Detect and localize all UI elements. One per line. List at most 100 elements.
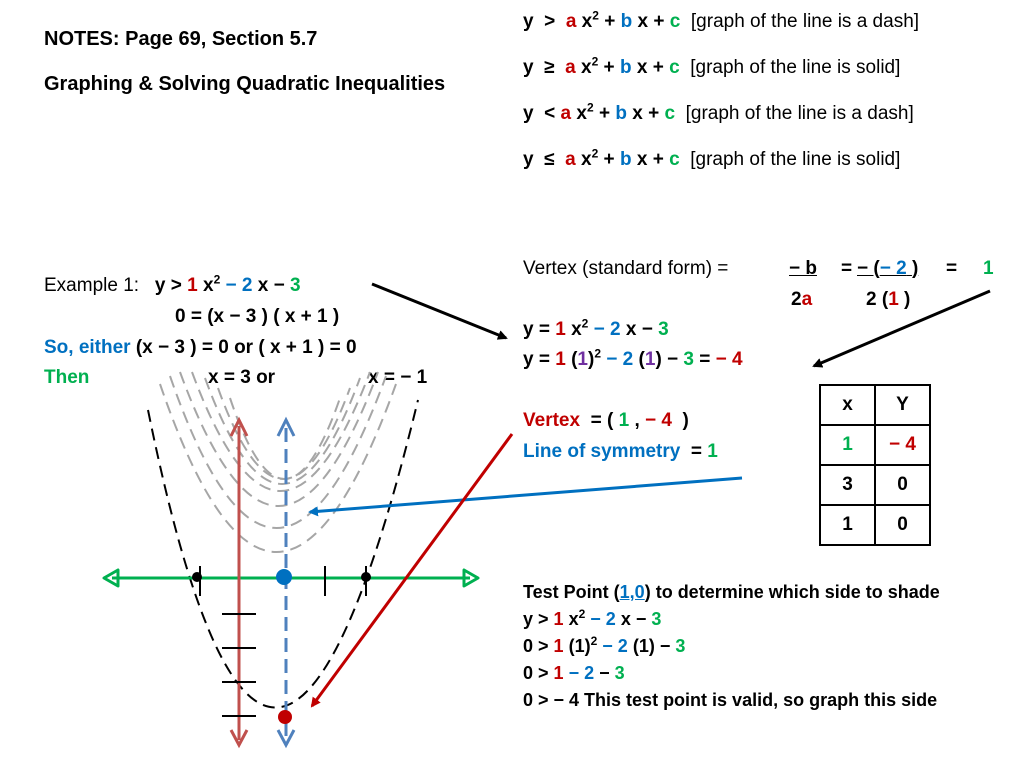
test-point-line-2: y > 1 x2 − 2 x − 3	[523, 607, 661, 631]
table-cell: 3	[819, 464, 876, 506]
arrow-symmetry-to-graph	[308, 476, 743, 517]
symmetry-label: Line of symmetry	[523, 441, 681, 462]
sub1-a: 1	[555, 319, 566, 340]
ineq-plus: +	[648, 103, 660, 124]
den2-val: 1	[888, 289, 899, 310]
num2-val: − 2	[879, 258, 907, 279]
example-equation: Example 1: y > 1 x2 − 2 x − 3	[44, 274, 301, 298]
ineq-c: c	[669, 11, 681, 32]
tp1-pre: Test Point (	[523, 582, 620, 602]
ineq-plus: +	[652, 57, 664, 78]
sub1-lhs: y =	[523, 319, 550, 340]
tp2-lhs: y >	[523, 609, 549, 629]
tp4-mid: −	[599, 663, 610, 683]
shading-curve	[179, 371, 379, 507]
table-header-row: x Y	[819, 384, 931, 426]
tp2-x2: x2	[568, 607, 586, 629]
ineq-x2: x2	[576, 100, 594, 124]
den2-open: 2 (	[866, 289, 889, 310]
ineq-a: a	[565, 149, 576, 170]
vertex-formula-den1: 2a	[791, 288, 812, 312]
vertex-y: − 4	[645, 410, 672, 431]
tp4-a: 1	[553, 663, 564, 683]
example-lhs: y >	[154, 275, 182, 296]
ineq-b: b	[619, 57, 632, 78]
ineq-plus: +	[598, 103, 611, 124]
sub2-v2: 1	[644, 349, 656, 370]
tp3-p: (1)	[568, 636, 591, 656]
main-parabola	[147, 399, 419, 709]
ineq-y: y	[523, 149, 534, 170]
vertex-x: 1	[618, 410, 630, 431]
sub1-x: x −	[625, 319, 653, 340]
so-either-rest: (x − 3 ) = 0 or ( x + 1 ) = 0	[135, 337, 357, 358]
example-then: Then	[44, 367, 90, 388]
sub1-c: 3	[658, 319, 669, 340]
table-row: 1 0	[819, 504, 931, 546]
tp1-post: ) to determine which side to shade	[644, 582, 940, 602]
ineq-y: y	[523, 11, 534, 32]
test-point-marker	[276, 569, 292, 585]
tp4-b: − 2	[568, 663, 595, 683]
example-root-1: x = 3 or	[208, 367, 276, 388]
sub2-close: )	[588, 349, 595, 370]
table-header-y: Y	[874, 384, 931, 426]
vertex-formula-num1: − b	[789, 258, 817, 279]
ineq-plus: +	[603, 57, 615, 78]
vertex-formula-label: Vertex (standard form) =	[523, 258, 729, 279]
page-title: Graphing & Solving Quadratic Inequalitie…	[44, 73, 446, 95]
sub2-open: (	[571, 349, 578, 370]
ineq-x: x	[632, 103, 643, 124]
tp1-point: 1,0	[619, 582, 645, 602]
tp4-c: 3	[614, 663, 625, 683]
table-cell: 0	[874, 464, 931, 506]
ineq-op: ≥	[544, 57, 555, 78]
table-cell: 0	[874, 504, 931, 546]
xy-table: x Y 1 − 4 3 0 1 0	[819, 384, 931, 546]
tp3-mid: (1) −	[632, 636, 671, 656]
den2-close: )	[904, 289, 911, 310]
tp3-c: 3	[675, 636, 686, 656]
ineq-b: b	[620, 11, 633, 32]
test-point-line-3: 0 > 1 (1)2 − 2 (1) − 3	[523, 634, 686, 656]
ineq-x2: x2	[581, 146, 599, 170]
ineq-note: [graph of the line is a dash]	[690, 11, 920, 32]
so-either-label: So, either	[44, 337, 131, 358]
table-cell: 1	[819, 504, 876, 546]
tp2-b: − 2	[590, 609, 616, 629]
root-point	[361, 572, 371, 582]
example-coef-c: 3	[290, 275, 301, 296]
example-label: Example 1:	[44, 275, 140, 296]
y-axis	[229, 416, 249, 749]
inequality-row-3: y < a x2 + b x + c [graph of the line is…	[523, 102, 914, 126]
arrow-vertex-to-graph	[310, 433, 514, 708]
num2-close: )	[911, 258, 919, 279]
ineq-plus: +	[603, 149, 615, 170]
sub2-v1: 1	[577, 349, 588, 370]
test-point-line-1: Test Point (1,0) to determine which side…	[523, 580, 940, 604]
sub1-b: − 2	[593, 319, 621, 340]
tp3-b: − 2	[602, 636, 628, 656]
vertex-open: = (	[590, 410, 614, 431]
arrow-example-to-substitution	[371, 282, 508, 340]
sub2-eq: =	[699, 349, 711, 370]
vertex-formula-result: 1	[983, 258, 994, 279]
table-row: 1 − 4	[819, 424, 931, 466]
substitution-line-2: y = 1 (1)2 − 2 (1) − 3 = − 4	[523, 346, 743, 370]
ineq-plus: +	[604, 11, 616, 32]
ineq-y: y	[523, 57, 534, 78]
table-cell: 1	[819, 424, 876, 466]
ineq-b: b	[619, 149, 632, 170]
vertex-formula-num2: − (− 2 )	[857, 257, 918, 281]
symmetry-eq: =	[690, 441, 702, 462]
shading-curve	[191, 371, 371, 492]
sub2-a: 1	[555, 349, 566, 370]
ineq-c: c	[664, 103, 676, 124]
notes-heading: NOTES: Page 69, Section 5.7	[44, 28, 318, 50]
vertex-formula-eq2: =	[946, 258, 958, 279]
example-coef-a: 1	[187, 275, 198, 296]
ineq-note: [graph of the line is solid]	[690, 57, 901, 78]
arrow-result-to-substitution	[812, 289, 991, 368]
inequality-row-2: y ≥ a x2 + b x + c [graph of the line is…	[523, 56, 900, 80]
